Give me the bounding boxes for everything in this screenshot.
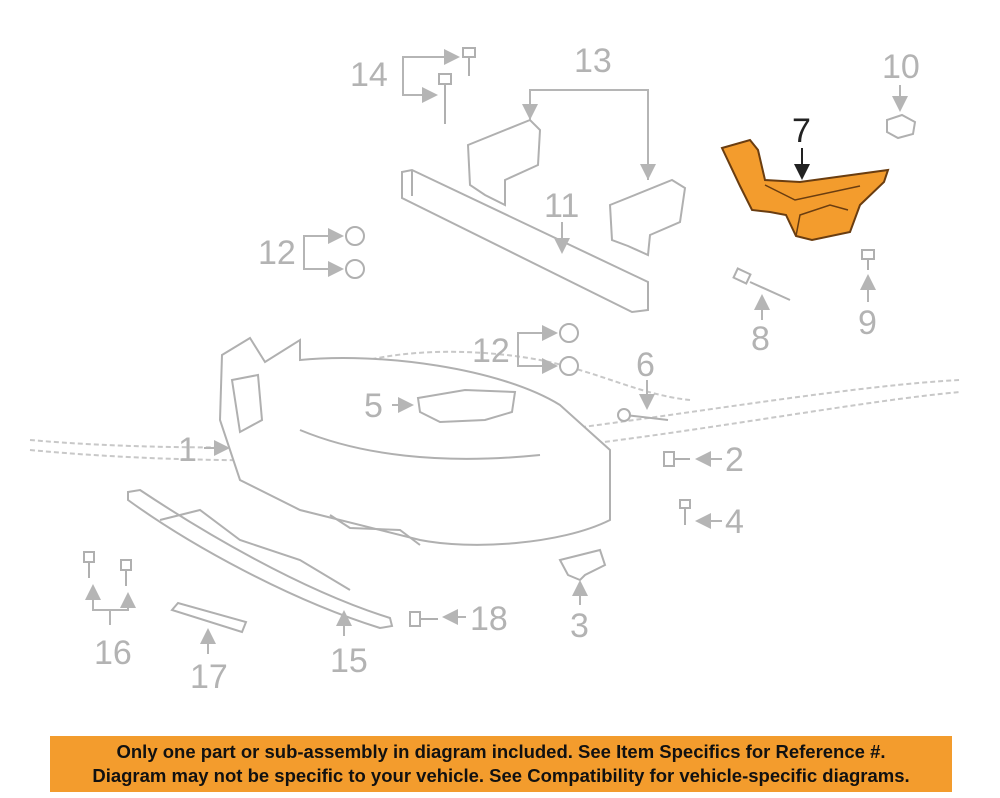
callout-10: 10 xyxy=(882,48,920,86)
part-1-bumper-cover xyxy=(204,336,611,546)
callout-12-lower: 12 xyxy=(472,332,510,370)
part-14-bolts xyxy=(402,47,476,124)
callout-17: 17 xyxy=(190,658,228,696)
callout-1: 1 xyxy=(178,431,197,469)
part-2-bolt xyxy=(663,451,722,467)
part-13-brackets xyxy=(466,89,687,257)
notice-banner: Only one part or sub-assembly in diagram… xyxy=(50,736,952,792)
part-7-highlighted-bracket xyxy=(720,138,890,242)
part-4-bolt xyxy=(679,499,722,529)
part-10-clip xyxy=(886,85,917,140)
notice-line-2: Diagram may not be specific to your vehi… xyxy=(92,765,910,786)
callout-9: 9 xyxy=(858,304,877,342)
part-8-pin xyxy=(732,267,791,320)
callout-3: 3 xyxy=(570,607,589,645)
callout-7: 7 xyxy=(792,112,811,150)
part-15-lower-valance xyxy=(127,488,394,636)
part-5-center-bracket xyxy=(392,388,517,424)
callout-18: 18 xyxy=(470,600,508,638)
parts-diagram: 14 13 10 7 11 12 9 8 12 6 5 1 2 4 18 3 1… xyxy=(29,42,961,696)
callout-5: 5 xyxy=(364,387,383,425)
callout-8: 8 xyxy=(751,320,770,358)
callout-6: 6 xyxy=(636,346,655,384)
callout-14: 14 xyxy=(350,56,388,94)
part-12-lower-nuts xyxy=(517,323,579,376)
part-16-pins xyxy=(83,551,136,625)
part-18-screw xyxy=(409,609,466,627)
part-17-reflector xyxy=(170,601,248,654)
callout-2: 2 xyxy=(725,441,744,479)
part-6-pin xyxy=(617,380,669,422)
callout-12-upper: 12 xyxy=(258,234,296,272)
notice-line-1: Only one part or sub-assembly in diagram… xyxy=(116,741,886,762)
part-3-bracket xyxy=(558,548,607,605)
callout-16: 16 xyxy=(94,634,132,672)
callout-13: 13 xyxy=(574,42,612,80)
part-11-reinforcement-beam xyxy=(401,168,649,314)
callout-15: 15 xyxy=(330,642,368,680)
callout-4: 4 xyxy=(725,503,744,541)
part-9-screw xyxy=(860,249,876,302)
callout-11: 11 xyxy=(544,187,579,225)
part-12-upper-nuts xyxy=(303,226,365,279)
